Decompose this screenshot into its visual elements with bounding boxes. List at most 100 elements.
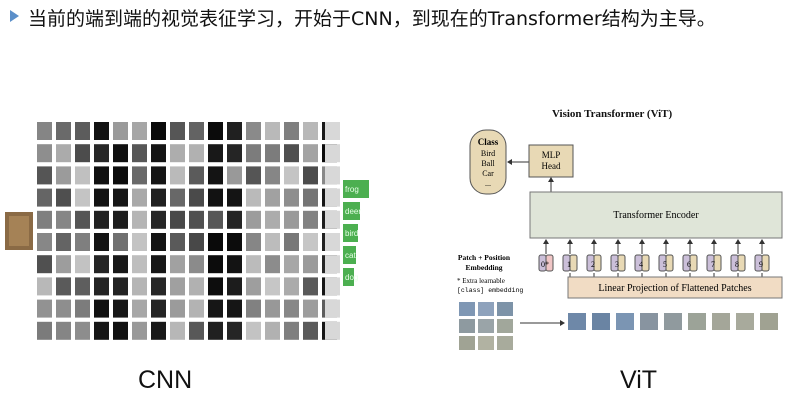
- feature-map-cell: [208, 299, 223, 318]
- feature-map-cell: [189, 233, 204, 251]
- image-patch: [664, 313, 682, 330]
- feature-map-cell: [132, 122, 147, 140]
- feature-map-cell: [75, 255, 90, 274]
- class-item-bird: Bird: [481, 149, 495, 158]
- feature-map-cell: [75, 277, 90, 296]
- extra-note-2: [class] embedding: [457, 287, 523, 294]
- feature-map-cell: [246, 188, 261, 207]
- image-patch: [736, 313, 754, 330]
- feature-map-cell: [303, 166, 318, 185]
- feature-map-cell: [189, 144, 204, 163]
- output-cell: [325, 321, 340, 340]
- token-arrow-head: [687, 239, 693, 244]
- mlp-label: MLP: [542, 150, 561, 160]
- vit-caption: ViT: [620, 366, 658, 394]
- feature-map-cell: [284, 321, 299, 340]
- feature-map-cell: [246, 233, 261, 251]
- feature-map-cell: [75, 233, 90, 251]
- class-item-car: Car: [482, 169, 494, 178]
- feature-map-cell: [132, 299, 147, 318]
- class-item-ball: Ball: [481, 159, 495, 168]
- token-index: 8: [735, 260, 739, 269]
- token-index: 0*: [541, 260, 549, 269]
- feature-map-cell: [94, 122, 109, 140]
- feature-map-cell: [189, 277, 204, 296]
- feature-map-cell: [132, 277, 147, 296]
- feature-map-cell: [94, 144, 109, 163]
- feature-map-cell: [94, 277, 109, 296]
- feature-map-cell: [227, 277, 242, 296]
- feature-map-cell: [303, 321, 318, 340]
- encoder-label: Transformer Encoder: [613, 210, 699, 221]
- feature-map-cell: [208, 188, 223, 207]
- head-label: Head: [542, 161, 561, 171]
- class-title: Class: [478, 137, 499, 147]
- feature-map-cell: [151, 166, 166, 185]
- token-arrow-head: [711, 239, 717, 244]
- feature-map-cell: [284, 255, 299, 274]
- feature-map-cell: [227, 321, 242, 340]
- feature-map-cell: [132, 188, 147, 207]
- feature-map-cell: [170, 210, 185, 229]
- feature-map-cell: [246, 255, 261, 274]
- prob-label-cat: cat: [345, 251, 356, 260]
- image-patch: [760, 313, 778, 330]
- feature-map-cell: [132, 321, 147, 340]
- vit-title: Vision Transformer (ViT): [552, 108, 673, 120]
- feature-map-cell: [303, 233, 318, 251]
- class-box: [469, 129, 507, 195]
- image-patch: [712, 313, 730, 330]
- feature-map-cell: [303, 255, 318, 274]
- feature-map-cell: [37, 255, 52, 274]
- token-arrow-head: [735, 239, 741, 244]
- feature-map-cell: [37, 210, 52, 229]
- feature-map-cell: [151, 210, 166, 229]
- input-patches-grid: [459, 302, 513, 350]
- feature-map-cell: [189, 188, 204, 207]
- feature-map-cell: [170, 188, 185, 207]
- feature-map-cell: [94, 321, 109, 340]
- token-index: 1: [567, 260, 571, 269]
- prob-bar-deer: [343, 202, 360, 220]
- prob-label-dog: dog: [345, 273, 358, 282]
- token-arrow-head: [591, 239, 597, 244]
- feature-map-cell: [246, 277, 261, 296]
- feature-map-cell: [94, 210, 109, 229]
- cnn-caption: CNN: [138, 366, 193, 394]
- image-patch: [568, 313, 586, 330]
- feature-map-cell: [113, 321, 128, 340]
- feature-map-cell: [227, 210, 242, 229]
- feature-map-cell: [265, 255, 280, 274]
- feature-map-cell: [56, 299, 71, 318]
- output-cell: [325, 166, 340, 185]
- feature-map-cell: [170, 321, 185, 340]
- feature-map-cell: [246, 166, 261, 185]
- feature-map-cell: [151, 233, 166, 251]
- feature-map-cell: [208, 321, 223, 340]
- patch-embedding: [713, 254, 722, 272]
- feature-map-cell: [303, 144, 318, 163]
- output-cell: [325, 299, 340, 318]
- output-cell: [325, 255, 340, 274]
- feature-map-cell: [56, 210, 71, 229]
- feature-map-cell: [170, 233, 185, 251]
- feature-map-cell: [151, 188, 166, 207]
- feature-map-cell: [37, 144, 52, 163]
- feature-map-cell: [113, 122, 128, 140]
- feature-map-cell: [227, 233, 242, 251]
- image-patch: [688, 313, 706, 330]
- input-image-detail: [9, 216, 29, 246]
- token-index: 5: [663, 260, 667, 269]
- feature-map-cell: [227, 255, 242, 274]
- prob-bar-bird: [343, 224, 358, 242]
- image-patch: [592, 313, 610, 330]
- feature-map-cell: [284, 188, 299, 207]
- prob-bar-cat: [343, 246, 356, 264]
- feature-map-cell: [265, 210, 280, 229]
- feature-map-cell: [265, 144, 280, 163]
- feature-map-cell: [75, 299, 90, 318]
- patch-embedding: [593, 254, 602, 272]
- feature-map-cell: [75, 210, 90, 229]
- feature-map-cell: [189, 255, 204, 274]
